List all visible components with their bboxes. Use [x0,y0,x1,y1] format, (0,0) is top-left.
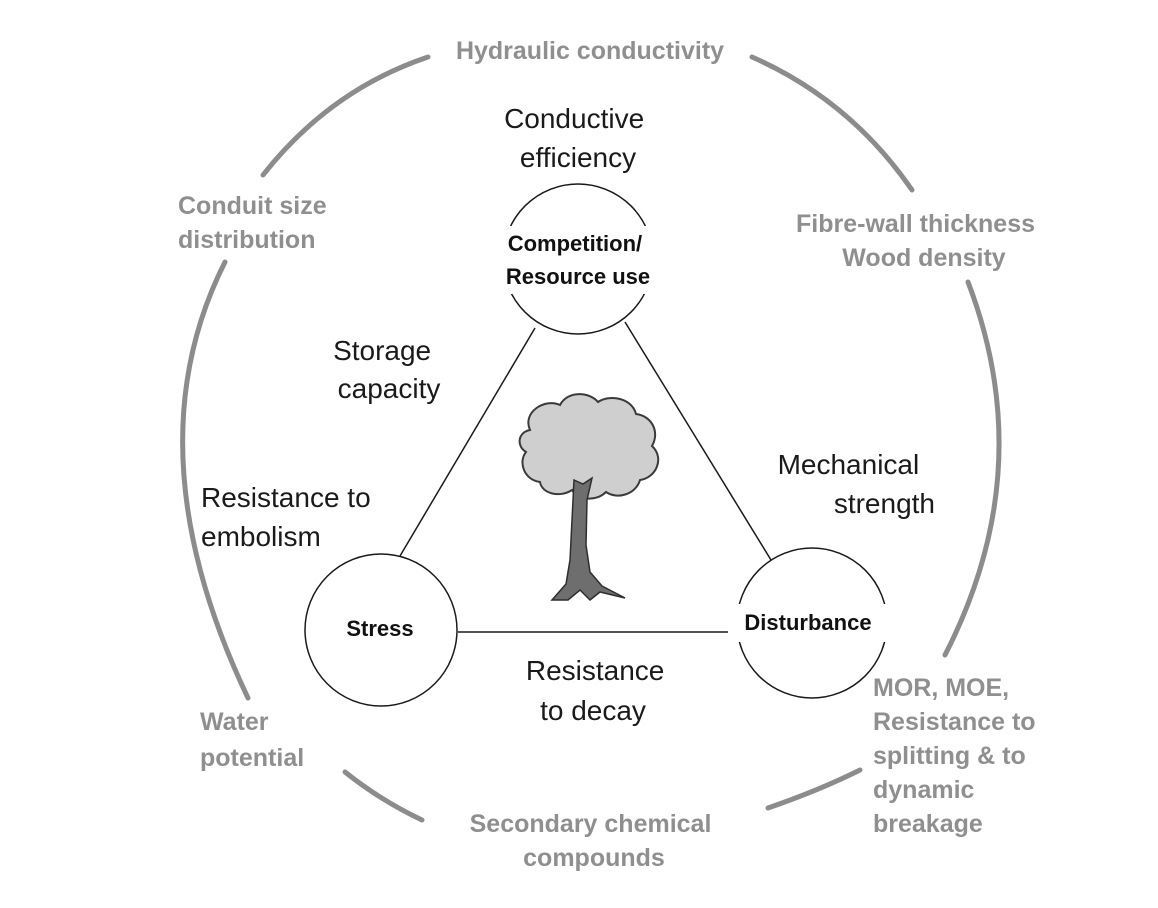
outer-label-line: Wood density [842,244,1006,272]
edge-competition-stress [399,327,536,557]
inner-label-storage-capacity: Storage capacity [333,335,440,404]
stress-node [304,553,458,707]
outer-label-mor-moe: MOR, MOE, Resistance to splitting & to d… [873,674,1043,838]
outer-label-conduit-size: Conduit size distribution [178,192,334,254]
inner-label-line: Conductive [504,103,644,134]
outer-label-line: Fibre-wall thickness [796,210,1035,238]
inner-label-resistance-embolism: Resistance to embolism [201,482,378,552]
inner-label-line: capacity [338,373,441,404]
tree-crown [518,393,660,500]
node-label-line: Resource use [506,264,650,289]
inner-label-line: Mechanical [778,449,920,480]
outer-arc-top-left [260,54,431,178]
node-label-line: Stress [346,616,413,641]
disturbance-label-bg [728,604,894,642]
outer-arc-bottom-left [342,769,425,823]
outer-ring [180,54,1002,823]
outer-label-line: Hydraulic conductivity [456,37,724,65]
inner-label-line: strength [834,488,935,519]
outer-label-line: potential [200,744,304,772]
outer-label-line: Water [200,708,269,736]
node-label-stress: Stress [346,616,413,641]
outer-arc-bottom-right [765,767,863,811]
outer-label-line: dynamic [873,776,975,804]
tree-trunk [550,476,626,602]
outer-label-line: Secondary chemical [470,810,712,838]
inner-label-line: Storage [333,335,431,366]
outer-label-hydraulic-conductivity: Hydraulic conductivity [456,37,724,65]
inner-label-line: to decay [540,695,646,726]
node-label-competition: Competition/ Resource use [506,231,650,289]
outer-arc-right [942,279,1002,658]
inner-label-mechanical-strength: Mechanical strength [778,449,935,519]
edge-competition-disturbance [624,321,772,561]
inner-label-line: Resistance to [201,482,371,513]
inner-label-conductive-efficiency: Conductive efficiency [504,103,652,173]
node-label-disturbance: Disturbance [744,610,871,635]
inner-label-line: embolism [201,521,321,552]
triangle-edges [399,321,772,633]
competition-label-bg [486,226,670,294]
outer-label-line: Conduit size [178,192,327,220]
node-label-line: Disturbance [744,610,871,635]
outer-arc-top-right [749,54,915,193]
outer-label-line: MOR, MOE, [873,674,1009,702]
outer-label-line: Resistance to [873,708,1036,736]
outer-label-line: compounds [523,844,665,872]
inner-label-line: efficiency [520,142,636,173]
outer-arc-left [180,259,251,701]
outer-label-line: splitting & to [873,742,1026,770]
tree-icon [518,393,660,602]
outer-label-fibre-wall: Fibre-wall thickness Wood density [796,210,1042,272]
inner-label-resistance-decay: Resistance to decay [526,655,672,726]
outer-label-water-potential: Water potential [200,708,304,772]
outer-label-line: distribution [178,226,315,254]
outer-label-line: breakage [873,810,983,838]
node-label-line: Competition/ [508,231,642,256]
inner-label-line: Resistance [526,655,665,686]
outer-label-secondary-chemical: Secondary chemical compounds [470,810,719,872]
